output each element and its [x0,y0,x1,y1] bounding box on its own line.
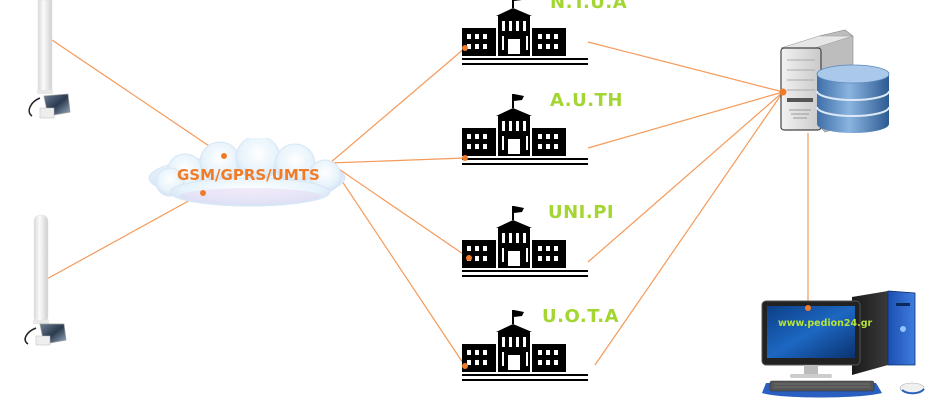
database-server [775,28,895,138]
weather-station-icon [24,214,67,346]
university-building-icon [462,0,588,65]
university-uota: U.O.T.A [460,306,630,396]
university-label-auth: A.U.TH [550,90,623,111]
link-unipi-to-server [587,91,784,263]
link-auth-to-server [587,91,784,149]
link-network-to-uota [329,162,466,367]
cloud-icon [148,135,346,207]
university-auth: A.U.TH [460,88,630,172]
desktop-computer: www.pedion24.gr [760,285,940,400]
link-station-2-to-network [44,192,204,281]
university-label-ntua: N.T.U.A [550,0,628,13]
university-unipi: UNI.PI [460,202,630,286]
weather-station-2 [18,212,78,347]
university-label-unipi: UNI.PI [548,202,615,223]
link-station-1-to-network [51,39,225,157]
university-ntua: N.T.U.A [460,0,630,72]
network-label: GSM/GPRS/UMTS [177,166,320,184]
weather-station-icon [28,0,71,119]
link-network-to-unipi [329,162,470,259]
weather-station-1 [18,0,78,125]
university-label-uota: U.O.T.A [542,306,620,327]
link-network-to-auth [329,157,466,164]
university-building-icon [462,206,588,277]
screen-url-label: www.pedion24.gr [778,318,873,329]
link-uota-to-server [594,91,784,366]
link-ntua-to-server [587,41,784,93]
university-building-icon [462,94,588,165]
database-server-icon [780,29,890,133]
desktop-computer-icon [761,290,925,398]
link-network-to-ntua [329,47,466,164]
gsm-network-cloud: GSM/GPRS/UMTS [140,135,355,210]
